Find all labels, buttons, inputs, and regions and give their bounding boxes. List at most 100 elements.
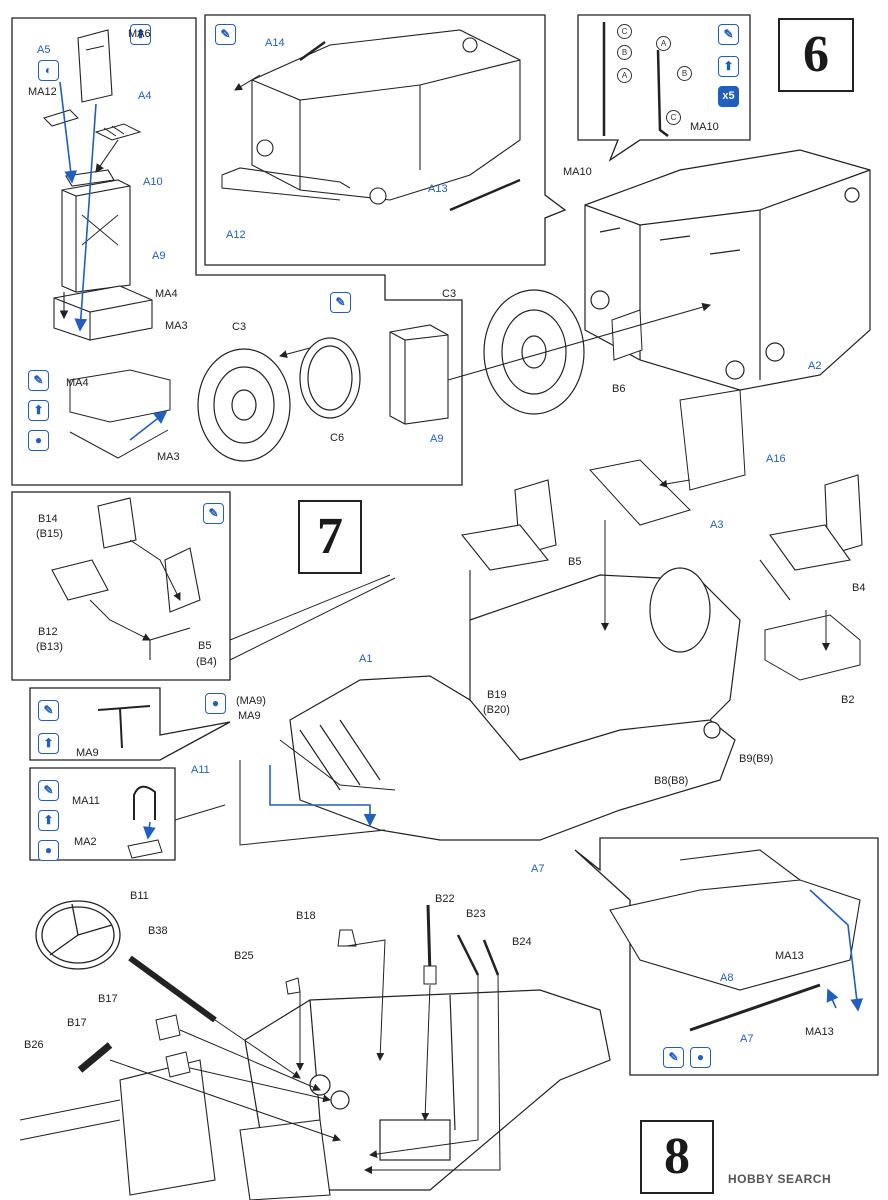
label-a1: A1 — [359, 653, 373, 665]
label-a13: A13 — [428, 183, 448, 195]
knob-b18-drawing — [337, 929, 357, 947]
glue-bottle-icon: ✎ — [215, 24, 236, 45]
glue-bottle-icon: ✎ — [38, 700, 59, 721]
label-ma4: MA4 — [155, 288, 178, 300]
step7-seat-inset-outline — [11, 491, 231, 681]
label-a7: A7 — [531, 863, 545, 875]
upward-arrow-icon: ⬆ — [38, 810, 59, 831]
label-ma13-lower: MA13 — [805, 1026, 834, 1038]
paint-drop-icon: ● — [690, 1047, 711, 1068]
jerry-can-drawing — [61, 169, 131, 293]
knob-b17a-drawing — [155, 1014, 181, 1041]
repeat-count-icon: x5 — [718, 86, 739, 107]
bar-a7-drawing — [689, 983, 821, 1032]
jeep-body-step7-drawing — [289, 567, 741, 841]
label-c6: C6 — [330, 432, 345, 444]
label-a8: A8 — [720, 972, 734, 984]
part-ma2-drawing — [127, 839, 163, 859]
cushion-a3-drawing — [589, 459, 691, 526]
bar-a12-drawing — [221, 167, 351, 189]
label-ma2: MA2 — [74, 836, 97, 848]
rear-body-drawing-main — [584, 149, 871, 391]
label-b13: (B13) — [36, 641, 63, 653]
glue-bottle-icon: ✎ — [203, 503, 224, 524]
lever-b22-drawing — [426, 904, 432, 976]
seat-b4-drawing — [759, 474, 863, 601]
paint-drop-icon: ● — [38, 840, 59, 861]
label-ma12: MA12 — [28, 86, 57, 98]
label-b11: B11 — [130, 890, 149, 902]
label-b38: B38 — [148, 925, 168, 937]
label-b14: B14 — [38, 513, 58, 525]
upward-arrow-icon: ⬆ — [38, 733, 59, 754]
label-a12: A12 — [226, 229, 246, 241]
marker-a-2: A — [656, 36, 671, 51]
paint-drop-icon: ● — [28, 430, 49, 451]
label-a5: A5 — [37, 44, 51, 56]
seats-step8-drawing — [19, 1059, 331, 1200]
strap-ma6-drawing — [77, 29, 113, 103]
label-ma13-upper: MA13 — [775, 950, 804, 962]
label-b8: B8(B8) — [654, 775, 689, 787]
label-b4-inset: (B4) — [196, 656, 217, 668]
marker-b: B — [617, 45, 632, 60]
bracket-b6-drawing — [611, 309, 643, 361]
column-b38-drawing — [128, 955, 217, 1023]
label-ma3: MA3 — [165, 320, 188, 332]
plate-a4-drawing — [94, 123, 142, 141]
part-ma11-drawing — [133, 785, 156, 820]
label-a10: A10 — [143, 176, 163, 188]
step7-right-inset-outline — [574, 837, 879, 1076]
label-b25: B25 — [234, 950, 254, 962]
spare-tire-center-drawing — [483, 289, 585, 415]
clip-ma12-drawing — [43, 109, 79, 127]
glue-bottle-icon: ⬆ — [130, 24, 151, 45]
knob-b25-drawing — [285, 977, 301, 995]
label-inset-ma4: MA4 — [66, 377, 89, 389]
marker-c-2: C — [666, 110, 681, 125]
lever-b23-drawing — [456, 934, 480, 976]
label-a2: A2 — [808, 360, 822, 372]
steering-wheel-b11-drawing — [35, 900, 121, 970]
label-b22: B22 — [435, 893, 455, 905]
glue-bottle-icon: ✎ — [663, 1047, 684, 1068]
label-b15: (B15) — [36, 528, 63, 540]
label-b2: B2 — [841, 694, 855, 706]
ma9-inset-outline — [29, 687, 231, 761]
part-a13-drawing — [449, 178, 521, 212]
label-c3-center: C3 — [442, 288, 457, 300]
label-b20: (B20) — [483, 704, 510, 716]
upward-arrow-icon: ⬆ — [28, 400, 49, 421]
label-b9: B9(B9) — [739, 753, 774, 765]
label-a4: A4 — [138, 90, 152, 102]
rear-body-drawing-inset — [251, 29, 521, 205]
label-ma11: MA11 — [72, 795, 100, 807]
frame-detail-drawing — [609, 849, 861, 991]
label-b18: B18 — [296, 910, 316, 922]
label-a9: A9 — [152, 250, 166, 262]
handle-bent-drawing — [656, 49, 669, 137]
label-b6: B6 — [612, 383, 626, 395]
ma11-inset-outline — [29, 767, 176, 861]
glue-bottle-icon: ✎ — [28, 370, 49, 391]
label-b12: B12 — [38, 626, 58, 638]
jerry-can-center-drawing — [389, 324, 449, 425]
label-ma9-paren: (MA9) — [236, 695, 266, 707]
label-a3: A3 — [710, 519, 724, 531]
label-b26: B26 — [24, 1039, 44, 1051]
tray-ma3-drawing — [53, 285, 153, 341]
knob-b17b-drawing — [165, 1051, 191, 1078]
handle-inset-outline — [577, 14, 751, 162]
glue-bottle-icon: ✎ — [718, 24, 739, 45]
marker-b-2: B — [677, 66, 692, 81]
glue-bottle-icon: ✎ — [38, 780, 59, 801]
backrest-a16-drawing — [679, 389, 746, 491]
step6-top-inset-outline — [204, 14, 567, 266]
watermark: HOBBY SEARCH — [728, 1172, 832, 1186]
label-ma9: MA9 — [238, 710, 261, 722]
label-a14: A14 — [265, 37, 285, 49]
label-a7-inset: A7 — [740, 1033, 754, 1045]
spare-tire-left-drawing — [197, 337, 361, 462]
label-c3-left: C3 — [232, 321, 247, 333]
